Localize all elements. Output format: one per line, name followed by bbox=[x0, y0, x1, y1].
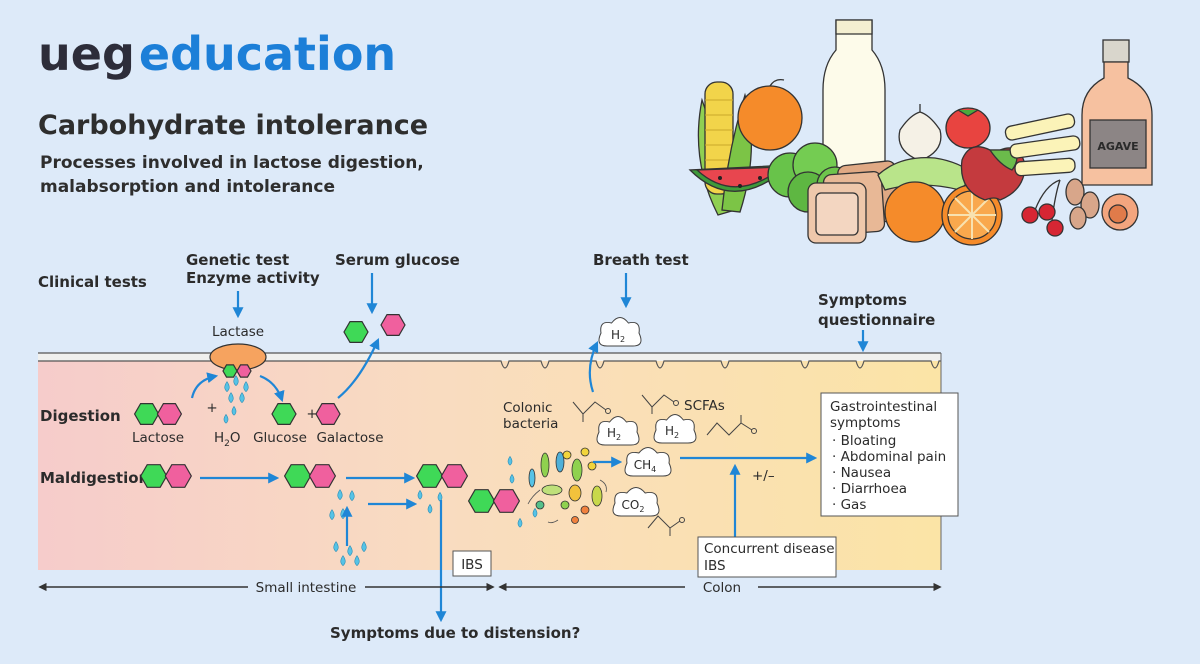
scfas-label: SCFAs bbox=[684, 398, 725, 414]
maldigestion-label: Maldigestion bbox=[40, 469, 149, 487]
plus-sign-2: + bbox=[306, 406, 317, 422]
bacterium-5 bbox=[588, 462, 596, 470]
agave-bottle-icon bbox=[1082, 40, 1152, 185]
maldigestion-lactose-1-glucose bbox=[141, 465, 167, 488]
lactose-molecule-glucose bbox=[135, 404, 159, 425]
symptom-abdominal-pain: · Abdominal pain bbox=[832, 449, 946, 465]
concurrent-disease-label: Concurrent disease bbox=[704, 541, 835, 557]
maldigestion-lactose-1-galactose bbox=[165, 465, 191, 488]
bacterium-2 bbox=[572, 459, 582, 481]
maldigestion-lactose-2-galactose bbox=[309, 465, 335, 488]
colon-label: Colon bbox=[703, 580, 741, 596]
subtitle-line-1: Processes involved in lactose digestion, bbox=[40, 153, 424, 173]
serum-glucose-molecule bbox=[344, 322, 368, 343]
brand-logo: uegeducation bbox=[38, 27, 396, 81]
small-intestine-label: Small intestine bbox=[256, 580, 357, 596]
region-scale: Small intestine Colon bbox=[40, 580, 940, 596]
subtitle-line-2: malabsorption and intolerance bbox=[40, 177, 335, 197]
page-title: Carbohydrate intolerance bbox=[38, 110, 428, 141]
lactose-molecule-galactose bbox=[157, 404, 181, 425]
symptoms-questionnaire-label-1: Symptoms bbox=[818, 291, 907, 309]
bacterium-4 bbox=[581, 448, 589, 456]
gi-symptoms-heading-2: symptoms bbox=[830, 415, 900, 431]
bacterium-6 bbox=[542, 485, 562, 495]
food-illustration: AGAVE bbox=[690, 20, 1152, 245]
lactase-bound-glucose bbox=[223, 365, 237, 377]
breath-test-label: Breath test bbox=[593, 251, 689, 269]
pasta-icon bbox=[1004, 113, 1080, 176]
concurrent-ibs-label: IBS bbox=[704, 558, 726, 574]
maldigestion-lactose-4-galactose bbox=[493, 490, 519, 513]
ibs-label: IBS bbox=[461, 557, 483, 573]
lactase-enzyme bbox=[210, 344, 266, 370]
digestion-label: Digestion bbox=[40, 407, 121, 425]
plus-minus-label: +/– bbox=[752, 468, 775, 484]
agave-label: AGAVE bbox=[1097, 140, 1138, 153]
cherry-icon bbox=[1022, 180, 1063, 236]
maldigestion-lactose-3-galactose bbox=[441, 465, 467, 488]
gi-symptoms-heading-1: Gastrointestinal bbox=[830, 399, 937, 415]
distension-label: Symptoms due to distension? bbox=[330, 624, 580, 642]
garlic-icon bbox=[899, 104, 941, 160]
bacterium-11 bbox=[572, 517, 579, 524]
symptom-bloating: · Bloating bbox=[832, 433, 896, 449]
colonic-bacteria-label-2: bacteria bbox=[503, 416, 558, 432]
plus-sign-1: + bbox=[206, 400, 217, 416]
glucose-label: Glucose bbox=[253, 430, 307, 446]
bacterium-0 bbox=[541, 453, 549, 477]
orange-icon-2 bbox=[885, 182, 945, 242]
serum-glucose-label: Serum glucose bbox=[335, 251, 460, 269]
symptoms-questionnaire-label-2: questionnaire bbox=[818, 311, 935, 329]
colonic-bacteria-label-1: Colonic bbox=[503, 400, 552, 416]
peach-icon bbox=[1102, 194, 1138, 230]
lactase-label: Lactase bbox=[212, 324, 264, 340]
tomato-icon bbox=[946, 108, 990, 148]
enzyme-activity-label: Enzyme activity bbox=[186, 269, 320, 287]
bacterium-10 bbox=[581, 506, 589, 514]
bacterium-8 bbox=[592, 486, 602, 506]
mushroom-icon bbox=[1066, 179, 1099, 229]
bacterium-3 bbox=[563, 451, 571, 459]
maldigestion-lactose-4-glucose bbox=[469, 490, 495, 513]
galactose-molecule bbox=[316, 404, 340, 425]
maldigestion-lactose-2-glucose bbox=[285, 465, 311, 488]
symptom-diarrhoea: · Diarrhoea bbox=[832, 481, 907, 497]
clinical-tests-label: Clinical tests bbox=[38, 273, 147, 291]
bacterium-12 bbox=[536, 501, 544, 509]
lactase-bound-galactose bbox=[237, 365, 251, 377]
bacterium-7 bbox=[569, 485, 581, 501]
bacterium-9 bbox=[561, 501, 569, 509]
symptom-gas: · Gas bbox=[832, 497, 866, 513]
bacterium-13 bbox=[529, 469, 535, 487]
orange-icon bbox=[738, 86, 802, 150]
symptom-nausea: · Nausea bbox=[832, 465, 891, 481]
lactose-label: Lactose bbox=[132, 430, 184, 446]
maldigestion-lactose-3-glucose bbox=[417, 465, 443, 488]
glucose-molecule bbox=[272, 404, 296, 425]
galactose-label: Galactose bbox=[316, 430, 383, 446]
serum-galactose-molecule bbox=[381, 315, 405, 336]
genetic-test-label: Genetic test bbox=[186, 251, 289, 269]
